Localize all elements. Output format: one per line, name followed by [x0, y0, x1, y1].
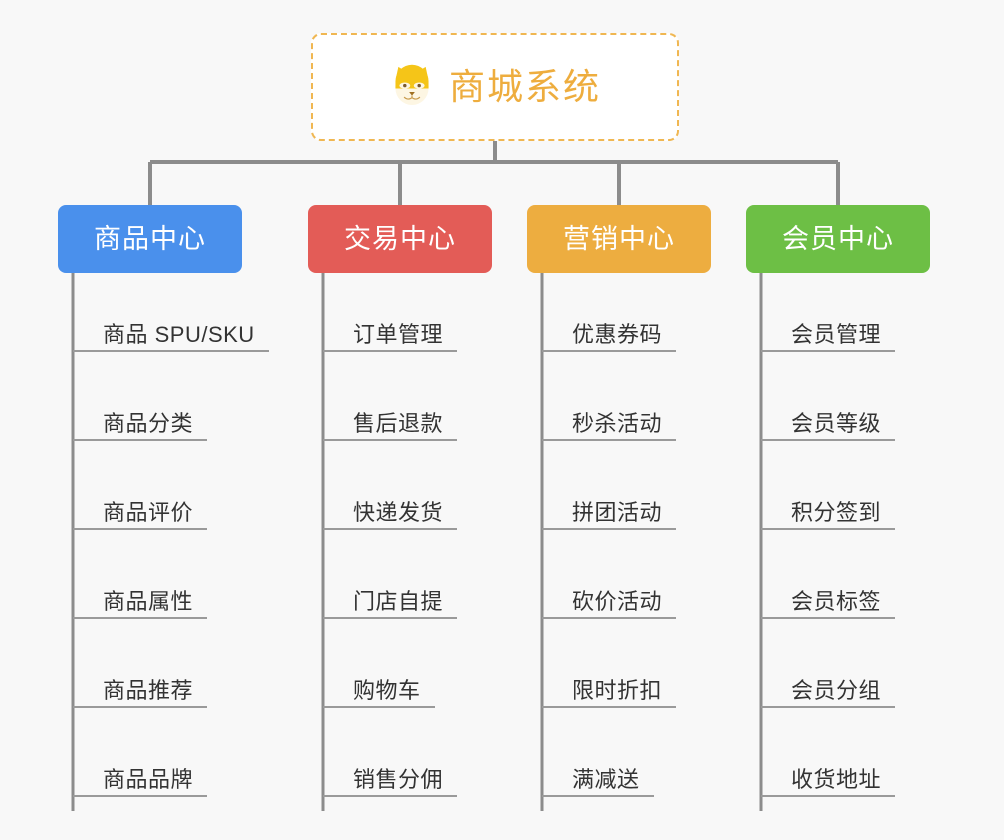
leaf-label: 商品分类: [103, 411, 194, 436]
leaf-node[interactable]: 限时折扣: [542, 678, 677, 708]
leaf-node[interactable]: 收货地址: [761, 767, 896, 797]
leaf-label: 拼团活动: [572, 500, 663, 525]
leaf-label: 优惠券码: [572, 322, 663, 347]
category-box-3[interactable]: 营销中心: [527, 205, 711, 273]
category-box-4[interactable]: 会员中心: [746, 205, 930, 273]
leaf-label: 商品品牌: [103, 767, 194, 792]
leaf-node[interactable]: 优惠券码: [542, 322, 677, 352]
leaf-label: 订单管理: [353, 322, 444, 347]
leaf-label: 购物车: [353, 678, 421, 703]
leaf-label: 秒杀活动: [572, 411, 663, 436]
leaf-node[interactable]: 会员等级: [761, 411, 896, 441]
leaf-node[interactable]: 会员分组: [761, 678, 896, 708]
leaf-label: 商品推荐: [103, 678, 194, 703]
leaf-node[interactable]: 门店自提: [323, 589, 458, 619]
leaf-node[interactable]: 拼团活动: [542, 500, 677, 530]
leaf-node[interactable]: 快递发货: [323, 500, 458, 530]
leaf-node[interactable]: 秒杀活动: [542, 411, 677, 441]
leaf-node[interactable]: 商品品牌: [73, 767, 208, 797]
root-title: 商城系统: [448, 66, 601, 107]
category-label: 商品中心: [94, 223, 206, 254]
leaf-label: 门店自提: [353, 589, 444, 614]
leaf-label: 快递发货: [353, 500, 444, 525]
leaf-node[interactable]: 订单管理: [323, 322, 458, 352]
leaf-label: 商品属性: [103, 589, 194, 614]
category-label: 会员中心: [782, 223, 894, 254]
leaf-label: 收货地址: [791, 767, 882, 792]
leaf-node[interactable]: 销售分佣: [323, 767, 458, 797]
leaf-node[interactable]: 会员管理: [761, 322, 896, 352]
leaf-node[interactable]: 商品分类: [73, 411, 208, 441]
leaf-node[interactable]: 商品属性: [73, 589, 208, 619]
leaf-node[interactable]: 满减送: [542, 767, 654, 797]
leaf-label: 会员标签: [791, 589, 882, 614]
leaf-node[interactable]: 售后退款: [323, 411, 458, 441]
leaf-node[interactable]: 积分签到: [761, 500, 896, 530]
leaf-label: 会员等级: [791, 411, 882, 436]
category-label: 营销中心: [563, 223, 675, 254]
leaf-node[interactable]: 购物车: [323, 678, 435, 708]
leaf-node[interactable]: 商品 SPU/SKU: [73, 322, 269, 352]
shiba-dog-face-icon: [395, 64, 429, 105]
leaf-label: 砍价活动: [572, 589, 663, 614]
leaf-label: 商品 SPU/SKU: [103, 322, 255, 347]
leaf-label: 满减送: [572, 767, 640, 792]
leaf-node[interactable]: 砍价活动: [542, 589, 677, 619]
leaf-label: 售后退款: [353, 411, 444, 436]
root-node[interactable]: 商城系统: [311, 33, 679, 141]
category-label: 交易中心: [344, 223, 456, 254]
category-box-2[interactable]: 交易中心: [308, 205, 492, 273]
leaf-label: 商品评价: [103, 500, 194, 525]
leaf-label: 积分签到: [791, 500, 882, 525]
leaf-label: 会员管理: [791, 322, 882, 347]
leaf-label: 销售分佣: [353, 767, 444, 792]
leaf-node[interactable]: 商品评价: [73, 500, 208, 530]
leaf-node[interactable]: 商品推荐: [73, 678, 208, 708]
leaf-label: 会员分组: [791, 678, 882, 703]
leaf-node[interactable]: 会员标签: [761, 589, 896, 619]
leaf-label: 限时折扣: [572, 678, 663, 703]
category-box-1[interactable]: 商品中心: [58, 205, 242, 273]
